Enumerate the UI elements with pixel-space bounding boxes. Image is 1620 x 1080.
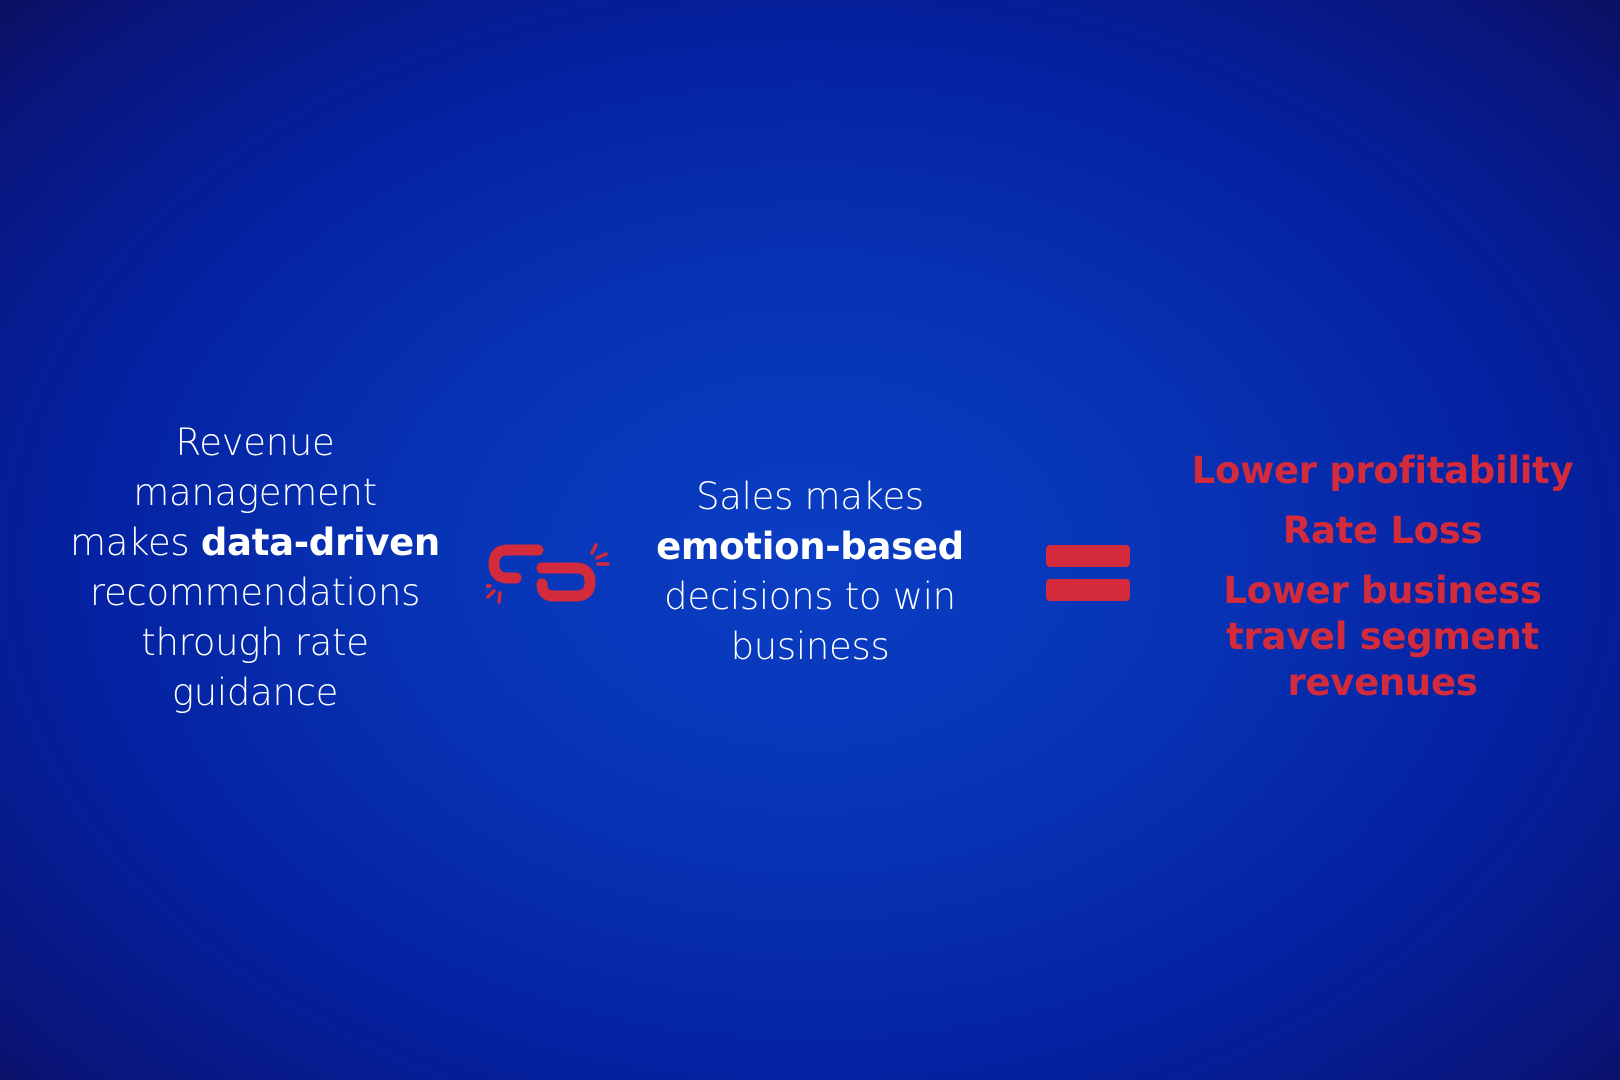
statement-line: Sales makes bbox=[696, 475, 924, 518]
result-line: revenues bbox=[1287, 661, 1478, 704]
emphasis-emotion-based: emotion-based bbox=[656, 525, 964, 568]
equals-bar-top bbox=[1046, 545, 1130, 567]
result-lower-profitability: Lower profitability bbox=[1175, 448, 1590, 494]
revenue-management-statement: Revenue management makes data-driven rec… bbox=[50, 418, 460, 718]
statement-line: business bbox=[730, 625, 890, 668]
statement-line: management bbox=[133, 471, 377, 514]
result-line: Lower business bbox=[1223, 569, 1542, 612]
statement-line: makes data-driven bbox=[50, 518, 460, 568]
result-line: travel segment bbox=[1226, 615, 1539, 658]
result-rate-loss: Rate Loss bbox=[1175, 508, 1590, 554]
equals-bar-bottom bbox=[1046, 579, 1130, 601]
result-lower-business-travel-revenues: Lower business travel segment revenues bbox=[1175, 568, 1590, 706]
emphasis-data-driven: data-driven bbox=[200, 521, 440, 564]
statement-line: recommendations bbox=[89, 571, 421, 614]
statement-line: decisions to win bbox=[664, 575, 956, 618]
result-line: Rate Loss bbox=[1282, 509, 1483, 552]
statement-line: through rate bbox=[141, 621, 369, 664]
results-list: Lower profitability Rate Loss Lower busi… bbox=[1175, 448, 1590, 706]
sales-statement: Sales makes emotion-based decisions to w… bbox=[630, 472, 990, 672]
statement-line: Revenue bbox=[175, 421, 335, 464]
statement-text: makes bbox=[70, 521, 201, 564]
statement-line: guidance bbox=[171, 671, 339, 714]
broken-link-icon bbox=[486, 543, 610, 604]
equals-icon bbox=[1046, 545, 1130, 601]
result-line: Lower profitability bbox=[1191, 449, 1574, 492]
